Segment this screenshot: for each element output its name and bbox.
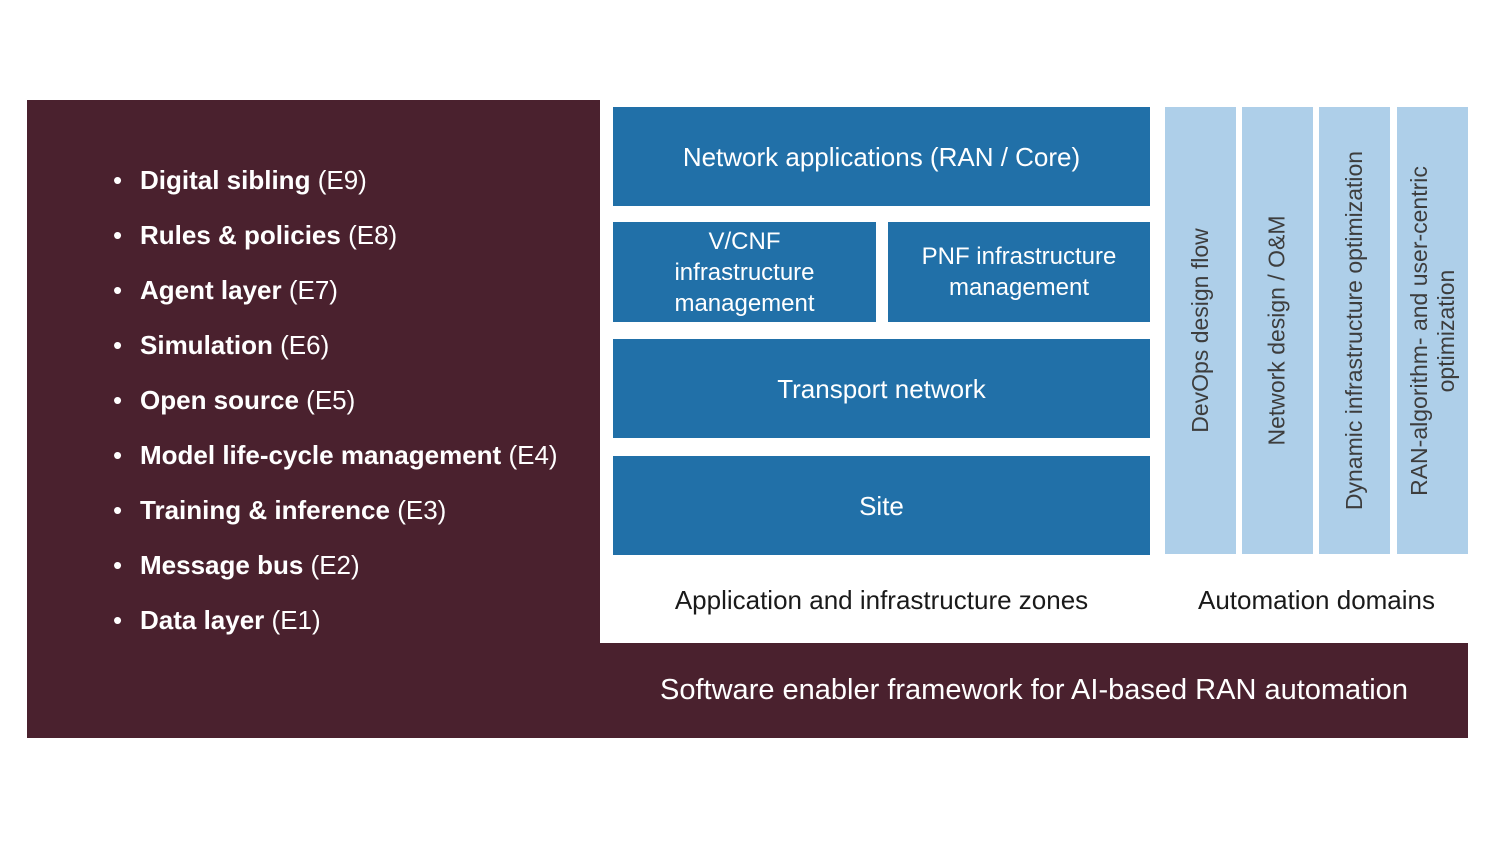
enabler-item-e2: • Message bus (E2)	[113, 547, 570, 584]
caption-automation-domains: Automation domains	[1197, 585, 1436, 615]
zone-box-vcnf-infrastructure-management: V/CNF infrastructure management	[613, 222, 876, 322]
enabler-name: Message bus	[140, 550, 304, 580]
zone-box-label: PNF infrastructure management	[921, 243, 1117, 301]
footer-title: Software enabler framework for AI-based …	[660, 674, 1408, 706]
enabler-code: (E2)	[310, 550, 360, 580]
enabler-name: Digital sibling	[140, 165, 311, 195]
enabler-item-e4: • Model life-cycle management (E4)	[113, 437, 570, 474]
enabler-panel: • Digital sibling (E9) • Rules & policie…	[27, 100, 600, 738]
domain-bar-label: Dynamic infrastructure optimization	[1341, 150, 1367, 511]
caption-application-infrastructure-zones: Application and infrastructure zones	[674, 585, 1089, 615]
enabler-name: Model life-cycle management	[140, 440, 502, 470]
enabler-code: (E9)	[317, 165, 367, 195]
bullet-icon: •	[113, 605, 123, 635]
enabler-code: (E3)	[397, 495, 447, 525]
zone-box-network-applications: Network applications (RAN / Core)	[613, 107, 1150, 206]
zone-box-transport-network: Transport network	[613, 339, 1150, 438]
enabler-list: • Digital sibling (E9) • Rules & policie…	[27, 100, 600, 639]
domain-bar-ran-algorithm-user-centric-optimization: RAN-algorithm- and user-centric optimiza…	[1397, 107, 1468, 554]
enabler-code: (E6)	[280, 330, 330, 360]
enabler-code: (E8)	[348, 220, 398, 250]
domain-bar-label: Network design / O&M	[1264, 215, 1290, 446]
enabler-code: (E4)	[508, 440, 558, 470]
domain-bar-label: RAN-algorithm- and user-centric optimiza…	[1405, 165, 1459, 496]
enabler-name: Training & inference	[140, 495, 390, 525]
zone-box-label: Site	[859, 490, 904, 521]
enabler-item-e1: • Data layer (E1)	[113, 602, 570, 639]
enabler-code: (E1)	[271, 605, 321, 635]
zone-box-pnf-infrastructure-management: PNF infrastructure management	[888, 222, 1150, 322]
enabler-name: Rules & policies	[140, 220, 341, 250]
footer-framework-bar: Software enabler framework for AI-based …	[600, 643, 1468, 738]
domain-bar-network-design-oam: Network design / O&M	[1242, 107, 1313, 554]
domain-bar-dynamic-infrastructure-optimization: Dynamic infrastructure optimization	[1319, 107, 1390, 554]
enabler-item-e7: • Agent layer (E7)	[113, 272, 570, 309]
domain-bar-label: DevOps design flow	[1187, 228, 1214, 433]
enabler-name: Simulation	[140, 330, 273, 360]
bullet-icon: •	[113, 440, 123, 470]
bullet-icon: •	[113, 275, 123, 305]
zone-box-label: V/CNF infrastructure management	[674, 227, 815, 317]
enabler-item-e8: • Rules & policies (E8)	[113, 217, 570, 254]
enabler-item-e9: • Digital sibling (E9)	[113, 162, 570, 199]
bullet-icon: •	[113, 550, 123, 580]
enabler-code: (E7)	[288, 275, 338, 305]
zone-box-label: Network applications (RAN / Core)	[682, 141, 1081, 172]
bullet-icon: •	[113, 330, 123, 360]
enabler-name: Agent layer	[140, 275, 282, 305]
bullet-icon: •	[113, 220, 123, 250]
enabler-name: Data layer	[140, 605, 265, 635]
zone-box-label: Transport network	[777, 373, 986, 404]
bullet-icon: •	[113, 495, 123, 525]
bullet-icon: •	[113, 385, 123, 415]
enabler-item-e6: • Simulation (E6)	[113, 327, 570, 364]
enabler-item-e3: • Training & inference (E3)	[113, 492, 570, 529]
domain-bar-devops-design-flow: DevOps design flow	[1165, 107, 1236, 554]
bullet-icon: •	[113, 165, 123, 195]
enabler-item-e5: • Open source (E5)	[113, 382, 570, 419]
enabler-name: Open source	[140, 385, 299, 415]
zone-box-site: Site	[613, 456, 1150, 555]
enabler-code: (E5)	[306, 385, 356, 415]
